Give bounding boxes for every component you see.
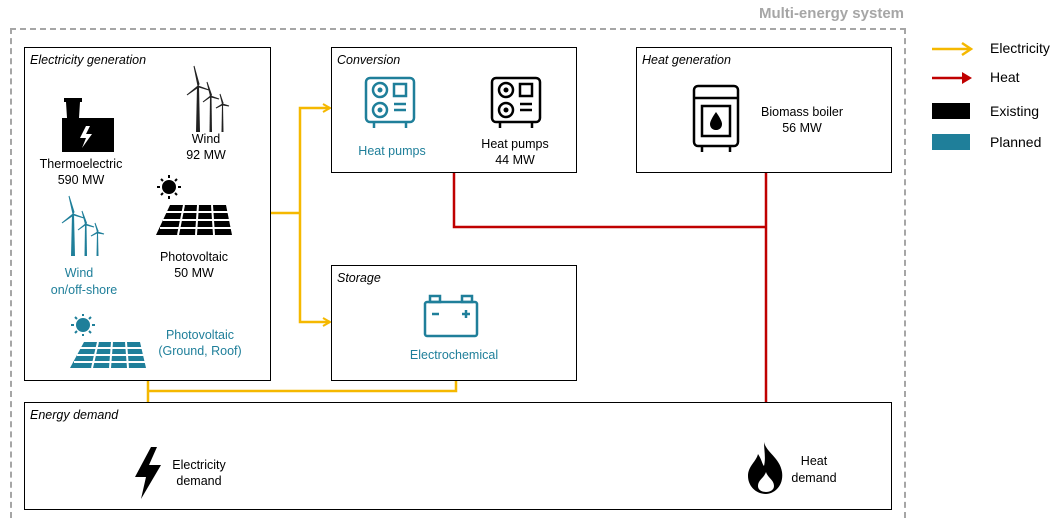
legend-heat-label: Heat	[990, 69, 1020, 85]
wind-turbine-icon	[186, 65, 230, 132]
battery-icon	[423, 294, 479, 338]
heat-generation-box: Heat generation	[636, 47, 892, 173]
hp-existing-capacity: 44 MW	[495, 153, 535, 167]
pv-planned-name: Photovoltaic	[165, 328, 235, 342]
boiler-name: Biomass boiler	[761, 105, 843, 119]
lightning-icon	[135, 447, 161, 499]
solar-panel-icon	[156, 175, 232, 236]
heat-pump-icon	[490, 76, 542, 128]
electricity-demand-line1: Electricity	[172, 458, 226, 472]
energy-demand-title: Energy demand	[30, 408, 119, 422]
wind-capacity: 92 MW	[186, 148, 226, 162]
heat-demand-line2: demand	[791, 471, 837, 485]
wind-planned-name: Wind	[64, 266, 94, 280]
heat-generation-title: Heat generation	[642, 53, 731, 67]
legend-electricity-arrow	[932, 41, 974, 57]
storage-title: Storage	[337, 271, 381, 285]
boiler-capacity: 56 MW	[782, 121, 822, 135]
thermoelectric-name: Thermoelectric	[39, 157, 123, 171]
legend-planned-swatch	[932, 134, 970, 150]
factory-icon	[62, 98, 114, 152]
hp-planned-name: Heat pumps	[358, 144, 426, 158]
conversion-title: Conversion	[337, 53, 401, 67]
electricity-generation-title: Electricity generation	[30, 53, 147, 67]
storage-box: Storage	[331, 265, 577, 381]
electricity-generation-box: Electricity generation	[24, 47, 271, 381]
photovoltaic-capacity: 50 MW	[174, 266, 214, 280]
legend-existing-swatch	[932, 103, 970, 119]
photovoltaic-name: Photovoltaic	[159, 250, 229, 264]
battery-name: Electrochemical	[409, 348, 499, 362]
thermoelectric-capacity: 590 MW	[57, 173, 105, 187]
legend-electricity-label: Electricity	[990, 40, 1050, 56]
pv-planned-detail: (Ground, Roof)	[158, 344, 242, 358]
legend-existing-label: Existing	[990, 103, 1040, 119]
heat-pump-icon	[364, 76, 416, 128]
wind-planned-detail: on/off-shore	[50, 283, 118, 297]
system-boundary	[10, 28, 906, 518]
legend-symbols	[932, 41, 974, 150]
wind-name: Wind	[191, 132, 221, 146]
legend-heat-arrow	[932, 72, 972, 84]
heat-demand-line1: Heat	[800, 454, 828, 468]
electricity-demand-line2: demand	[176, 474, 222, 488]
flame-icon	[748, 442, 783, 494]
wind-turbine-icon	[61, 195, 105, 256]
boiler-icon	[692, 84, 740, 152]
hp-existing-name: Heat pumps	[481, 137, 549, 151]
energy-demand-box: Energy demand	[24, 402, 892, 510]
system-title: Multi-energy system	[758, 5, 904, 22]
solar-panel-icon	[70, 314, 146, 369]
legend-planned-label: Planned	[990, 134, 1042, 150]
